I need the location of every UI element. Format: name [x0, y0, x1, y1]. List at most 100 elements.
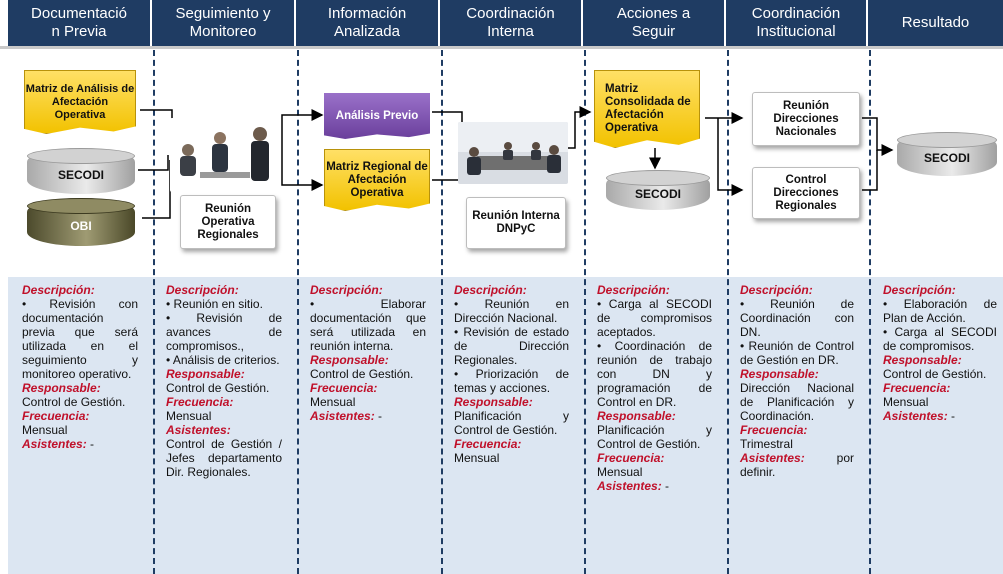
- asistentes-value: -: [665, 479, 670, 493]
- desc-item: • Revisión de estado de Dirección Region…: [454, 325, 569, 367]
- responsable-value: Dirección Nacional de Planificación y Co…: [740, 381, 854, 423]
- column-divider: [584, 40, 586, 574]
- frecuencia-value: Trimestral: [740, 437, 793, 451]
- header-resultado: Resultado: [868, 0, 1003, 46]
- header-line: Seguir: [631, 23, 676, 40]
- reunion-interna-box: Reunión Interna DNPyC: [466, 197, 566, 249]
- secodi-database-3: SECODI: [897, 132, 997, 176]
- frecuencia-value: Mensual: [597, 465, 643, 479]
- desc-column-4: Descripción: • Reunión en Dirección Naci…: [454, 283, 569, 465]
- meeting-photo-2: [458, 122, 568, 184]
- connector-to-control-dr: [717, 118, 744, 196]
- connector-matriz-to-meeting: [140, 109, 173, 150]
- cylinder-top: [897, 132, 997, 148]
- asistentes-label: Asistentes:: [597, 479, 662, 493]
- matriz-analisis-doc: Matriz de Análisis de Afectación Operati…: [24, 70, 136, 134]
- header-line: Coordinación: [751, 5, 841, 22]
- responsable-value: Control de Gestión.: [166, 381, 270, 395]
- desc-item: • Coordinación de reunión de trabajo con…: [597, 339, 712, 409]
- matriz-consolidada-doc: Matriz Consolidada de Afectación Operati…: [594, 70, 700, 148]
- connector-to-analisis: [281, 109, 324, 150]
- shape-label: Matriz Regional de Afectación Operativa: [326, 160, 428, 199]
- frecuencia-label: Frecuencia:: [22, 409, 90, 423]
- connector-dn-to-secodi3: [862, 117, 894, 156]
- asistentes-value: Control de Gestión / Jefes departamento …: [166, 437, 282, 479]
- column-divider: [153, 40, 155, 574]
- asistentes-value: por definir.: [740, 451, 854, 479]
- frecuencia-label: Frecuencia:: [454, 437, 522, 451]
- header-line: Seguimiento y: [175, 5, 271, 22]
- descripcion-label: Descripción:: [22, 283, 95, 297]
- descripcion-label: Descripción:: [166, 283, 239, 297]
- reunion-direcciones-box: Reunión Direcciones Nacionales: [752, 92, 860, 146]
- shape-label: SECODI: [923, 151, 970, 165]
- responsable-label: Responsable:: [166, 367, 245, 381]
- frecuencia-label: Frecuencia:: [740, 423, 808, 437]
- header-line: Información: [327, 5, 407, 22]
- responsable-label: Responsable:: [597, 409, 676, 423]
- asistentes-label: Asistentes:: [883, 409, 948, 423]
- reunion-operativa-box: Reunión Operativa Regionales: [180, 195, 276, 249]
- frecuencia-value: Mensual: [310, 395, 356, 409]
- asistentes-label: Asistentes:: [22, 437, 87, 451]
- shape-label: Control Direcciones Regionales: [773, 173, 839, 212]
- responsable-label: Responsable:: [310, 353, 389, 367]
- asistentes-label: Asistentes:: [166, 423, 231, 437]
- description-band: [8, 277, 1003, 574]
- desc-item: • Reunión de Coordinación con DN.: [740, 297, 854, 339]
- descripcion-label: Descripción:: [597, 283, 670, 297]
- cylinder-top: [27, 148, 135, 164]
- column-divider: [869, 40, 871, 574]
- frecuencia-label: Frecuencia:: [166, 395, 234, 409]
- shape-label: Reunión Direcciones Nacionales: [773, 99, 839, 138]
- header-line: Analizada: [334, 23, 400, 40]
- desc-item: • Elaboración de Plan de Acción.: [883, 297, 997, 325]
- desc-item: • Revisión con documentación previa que …: [22, 297, 138, 381]
- shape-label: Reunión Operativa Regionales: [197, 202, 259, 241]
- meeting-photo-1: [170, 118, 278, 192]
- shape-label: SECODI: [57, 168, 104, 182]
- header-underline: [0, 46, 1003, 49]
- desc-column-3: Descripción: • Elaborar documentación qu…: [310, 283, 426, 423]
- descripcion-label: Descripción:: [883, 283, 956, 297]
- asistentes-value: -: [378, 409, 383, 423]
- shape-label: Análisis Previo: [335, 109, 419, 122]
- column-divider: [441, 40, 443, 574]
- frecuencia-label: Frecuencia:: [310, 381, 378, 395]
- header-line: n Previa: [51, 23, 107, 40]
- descripcion-label: Descripción:: [740, 283, 813, 297]
- desc-item: • Revisión de avances de compromisos.,: [166, 311, 282, 353]
- analisis-previo-doc: Análisis Previo: [324, 93, 430, 139]
- asistentes-value: -: [90, 437, 95, 451]
- responsable-value: Planificación y Control de Gestión.: [454, 409, 569, 437]
- secodi-database-2: SECODI: [606, 170, 710, 210]
- shape-label: Matriz de Análisis de Afectación Operati…: [25, 82, 135, 121]
- header-line: Interna: [487, 23, 534, 40]
- obi-database: OBI: [27, 198, 135, 246]
- control-direcciones-box: Control Direcciones Regionales: [752, 167, 860, 219]
- responsable-label: Responsable:: [883, 353, 962, 367]
- frecuencia-value: Mensual: [166, 409, 212, 423]
- matriz-regional-doc: Matriz Regional de Afectación Operativa: [324, 149, 430, 211]
- header-line: Monitoreo: [189, 23, 257, 40]
- header-line: Institucional: [756, 23, 836, 40]
- responsable-value: Control de Gestión.: [310, 367, 414, 381]
- header-line: Coordinación: [466, 5, 555, 22]
- shape-label: OBI: [70, 219, 92, 233]
- connector-to-matriz-regional: [281, 150, 324, 191]
- descripcion-label: Descripción:: [310, 283, 383, 297]
- column-divider: [727, 40, 729, 574]
- shape-label: SECODI: [634, 187, 681, 201]
- desc-item: • Elaborar documentación que será utiliz…: [310, 297, 426, 353]
- frecuencia-value: Mensual: [22, 423, 68, 437]
- shape-label: Matriz Consolidada de Afectación Operati…: [605, 83, 691, 134]
- responsable-value: Control de Gestión.: [883, 367, 987, 381]
- desc-item: • Reunión en Dirección Nacional.: [454, 297, 569, 325]
- asistentes-label: Asistentes:: [310, 409, 375, 423]
- header-line: Resultado: [901, 14, 970, 31]
